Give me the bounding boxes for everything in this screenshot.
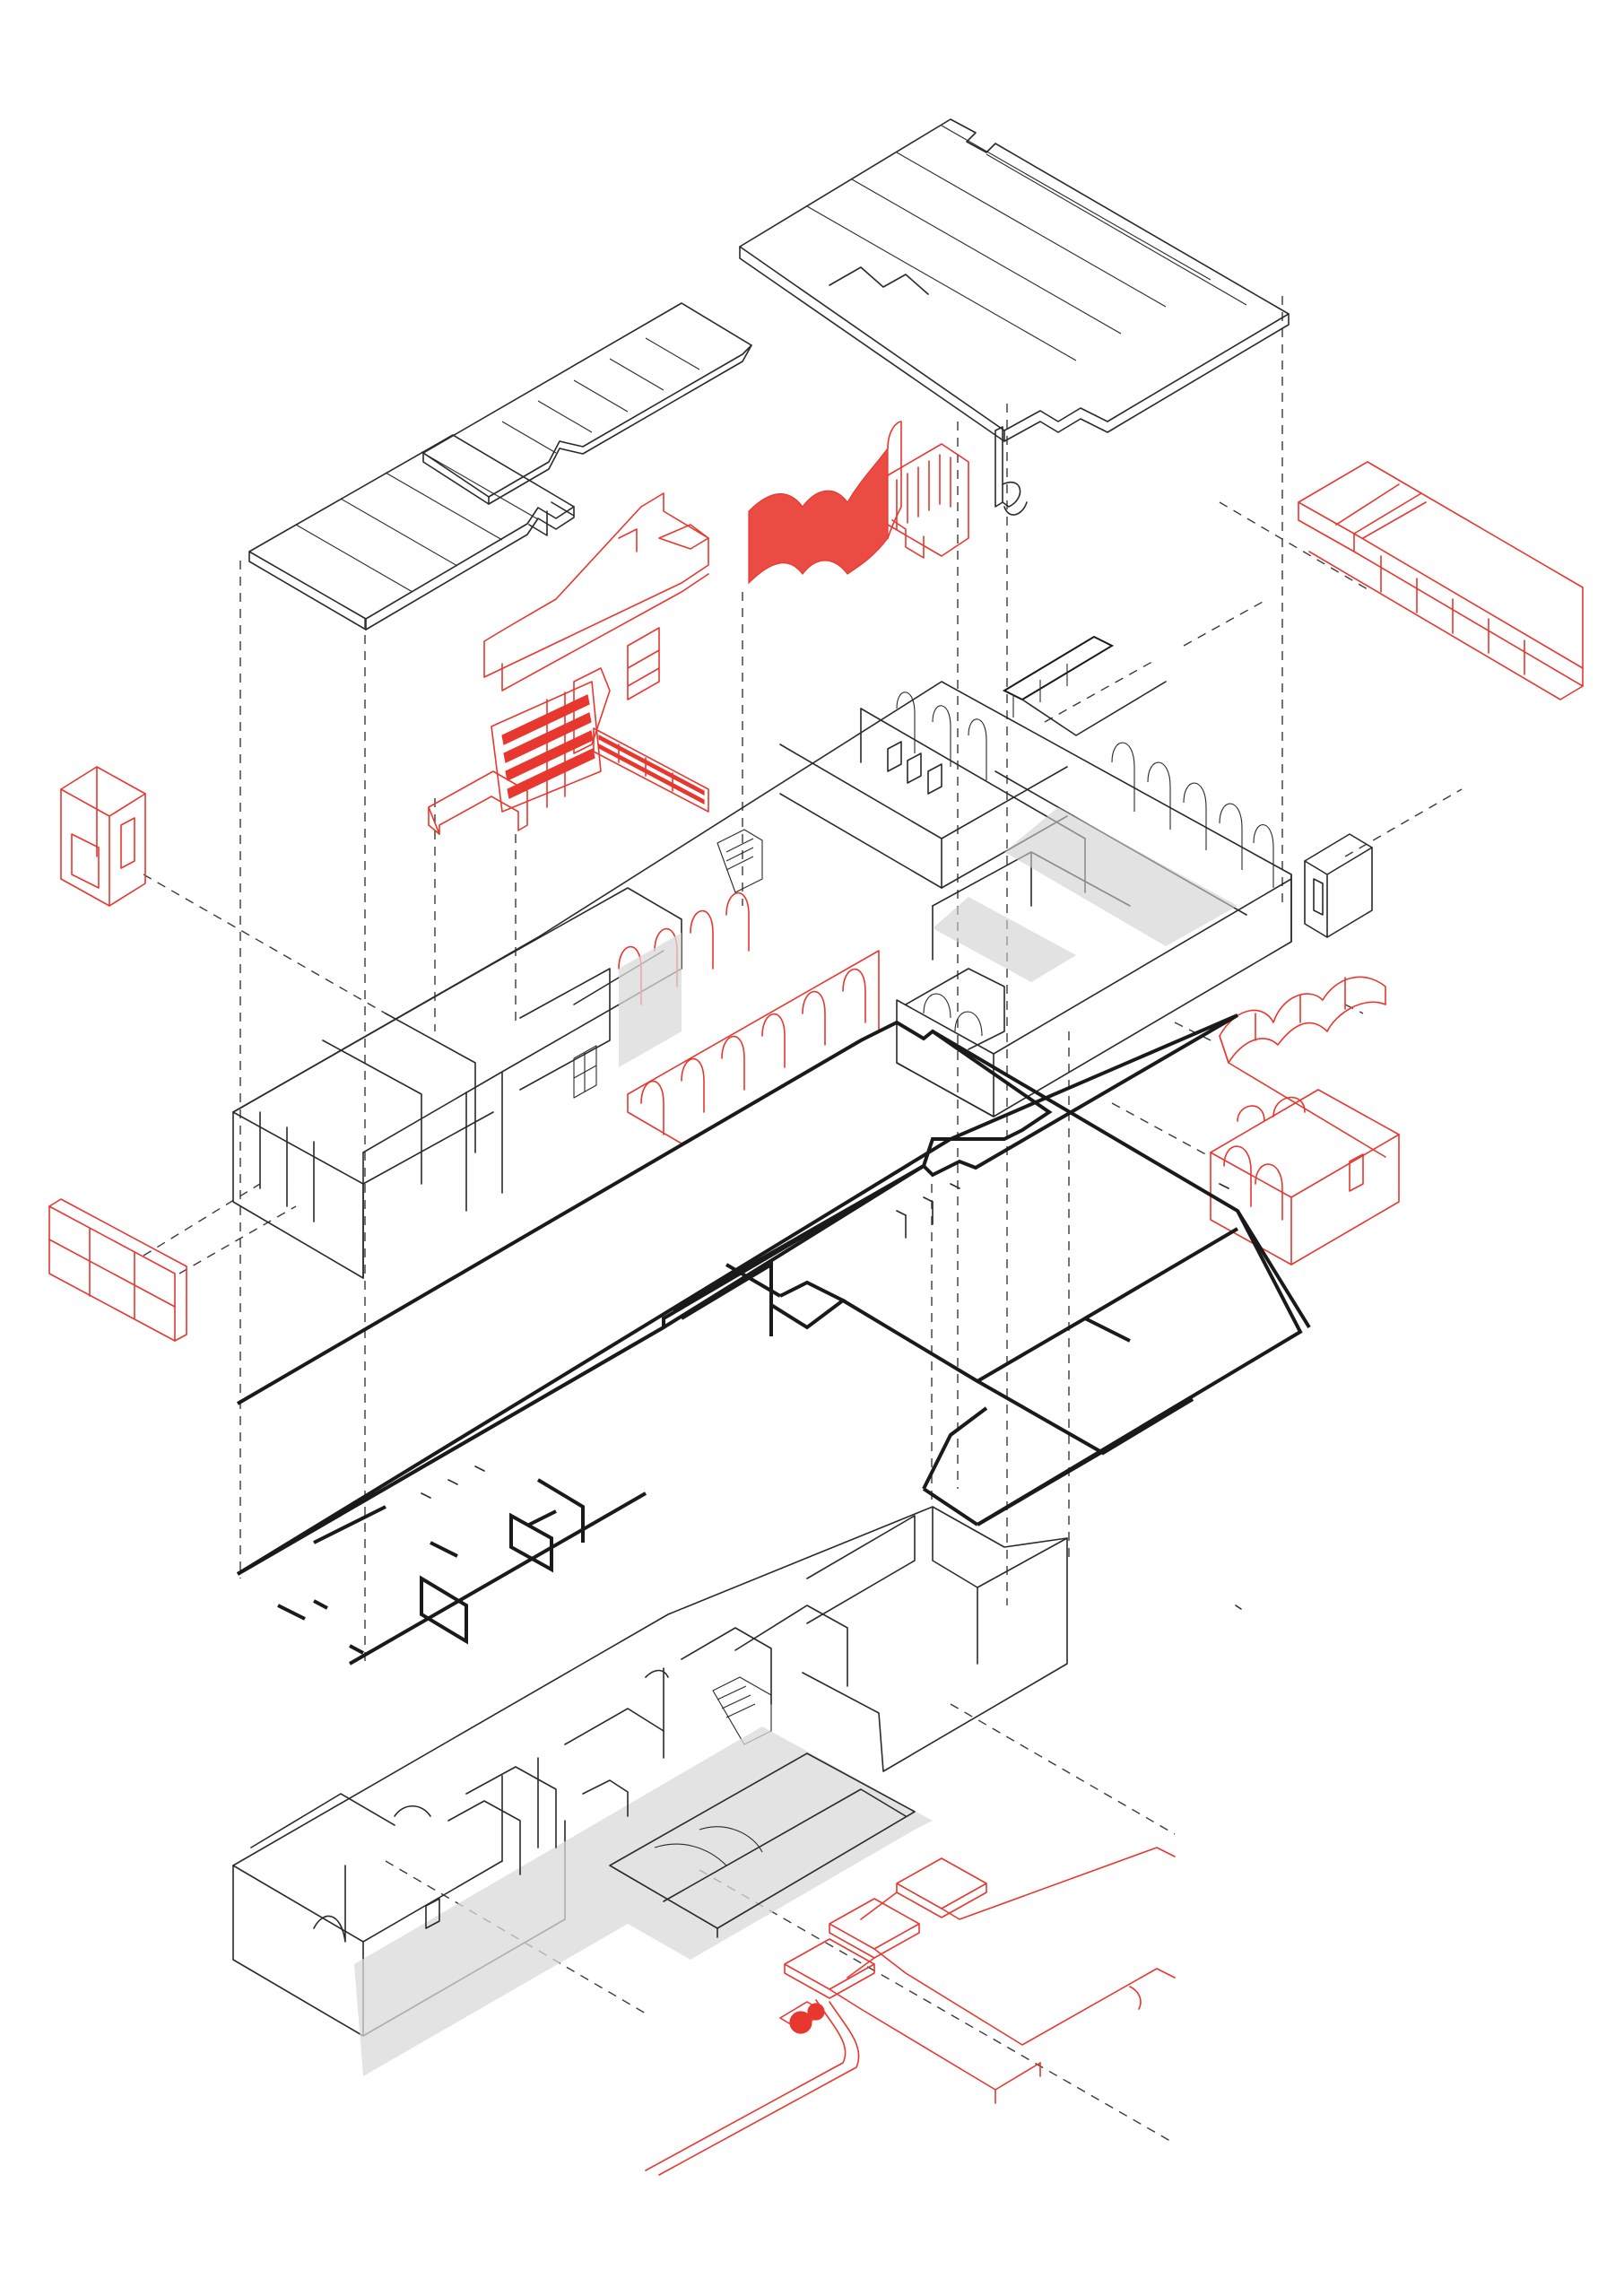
ground-floor-volume: [232, 681, 1292, 1279]
ground-floor-left-wing: [232, 635, 1373, 1279]
basement-volume: [232, 1506, 1068, 2076]
red-vault-ceiling: [1219, 976, 1386, 1158]
column-fragment: [994, 426, 1028, 516]
red-vault-room: [1210, 1089, 1400, 1265]
floor-slab-plan: [236, 1013, 1311, 1665]
red-counter: [428, 770, 528, 835]
red-walkway: [1298, 461, 1584, 700]
red-services: [645, 1847, 1176, 2176]
roof-right: [739, 118, 1290, 442]
roof-left-upper: [422, 302, 752, 505]
red-shelving: [491, 681, 709, 813]
projection-lines: [143, 296, 1463, 2144]
red-panel-left: [48, 1198, 187, 1342]
red-cabinet-left: [60, 766, 146, 907]
red-curved-screen: [748, 421, 969, 585]
roof-left-lower: [248, 434, 575, 631]
stray-marks: [1235, 1605, 1242, 1610]
